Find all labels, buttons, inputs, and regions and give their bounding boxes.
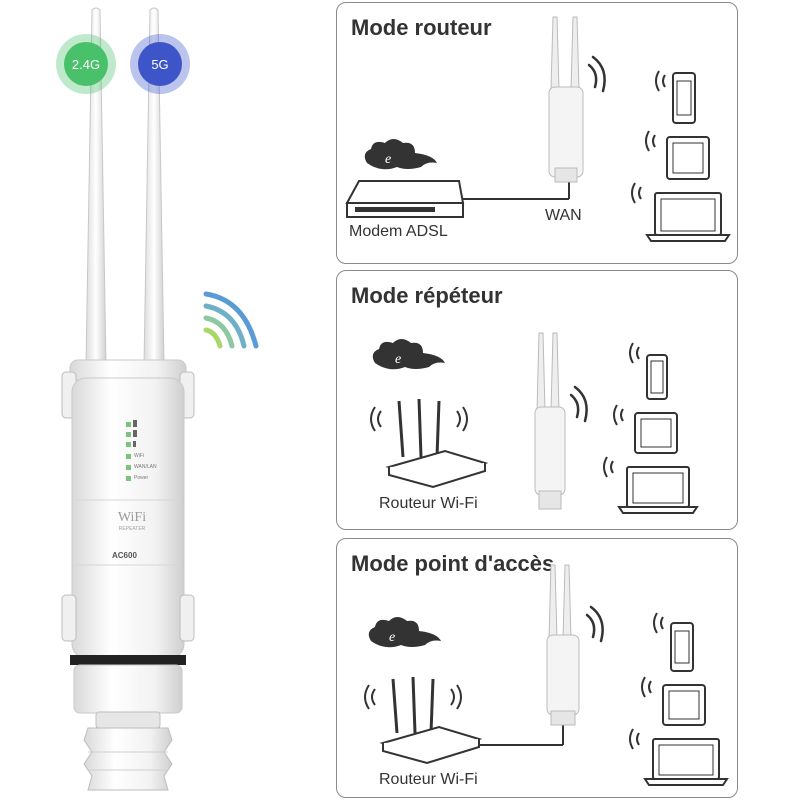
- wifi-logo: WiFi: [117, 510, 147, 525]
- laptop-icon: [617, 466, 699, 514]
- wan-label: WAN: [545, 207, 582, 224]
- tablet-icon: [662, 684, 706, 726]
- wifi-signal-icon: [364, 684, 462, 710]
- panel-title: Mode point d'accès: [351, 551, 555, 576]
- modem-icon: [345, 180, 465, 218]
- smartphone-icon: [646, 354, 668, 400]
- led-label-wan: WAN/LAN: [134, 464, 157, 470]
- svg-text:e: e: [395, 352, 401, 367]
- panel-router-mode: Mode routeur e: [336, 2, 738, 264]
- wifi-signal-icon: [203, 291, 259, 349]
- internet-cloud-icon: e: [368, 617, 441, 648]
- panel-title: Mode routeur: [351, 15, 492, 40]
- wifi-signal-icon: [653, 612, 664, 634]
- wifi-signal-icon: [631, 182, 642, 204]
- internet-cloud-icon: e: [364, 139, 437, 170]
- internet-cloud-icon: e: [372, 339, 445, 370]
- panel-access-point-mode: Mode point d'accès e: [336, 538, 738, 798]
- led-panel: [126, 420, 137, 481]
- tablet-icon: [666, 136, 710, 180]
- repeater-logo-subtitle: REPEATER: [118, 526, 146, 532]
- led-labels: WiFi WAN/LAN Power: [134, 451, 157, 484]
- band-24g-badge: 2.4G: [64, 42, 108, 86]
- router-icon: [385, 398, 489, 489]
- wifi-signal-icon: [641, 676, 652, 698]
- laptop-icon: [645, 192, 731, 242]
- wifi-signal-icon: [645, 130, 656, 152]
- wifi-signal-icon: [655, 70, 666, 92]
- repeater-mode-diagram: e: [370, 332, 699, 514]
- wifi-signal-icon: [585, 605, 604, 643]
- smartphone-icon: [670, 622, 694, 672]
- repeater-icon: [534, 332, 566, 510]
- svg-text:e: e: [385, 152, 391, 167]
- panel-repeater-mode: Mode répéteur e: [336, 270, 738, 530]
- svg-text:e: e: [389, 630, 395, 645]
- wifi-signal-icon: [569, 385, 588, 423]
- wifi-signal-icon: [587, 55, 606, 93]
- access-point-mode-diagram: e: [364, 564, 729, 786]
- router-label: Routeur Wi-Fi: [379, 495, 478, 512]
- tablet-icon: [634, 412, 678, 454]
- wifi-signal-icon: [629, 728, 640, 750]
- repeater-illustration: [61, 7, 195, 791]
- router-mode-diagram: e: [345, 16, 731, 242]
- model-badge: AC600: [112, 551, 137, 560]
- repeater-icon: [546, 564, 580, 726]
- led-label-wifi: WiFi: [134, 453, 144, 459]
- wifi-signal-icon: [613, 404, 624, 426]
- modem-label: Modem ADSL: [349, 223, 448, 240]
- band-5g-badge: 5G: [138, 42, 182, 86]
- wifi-signal-icon: [603, 456, 614, 478]
- laptop-icon: [643, 738, 729, 786]
- repeater-icon: [548, 16, 584, 183]
- router-label: Routeur Wi-Fi: [379, 771, 478, 788]
- led-label-power: Power: [134, 475, 149, 481]
- outdoor-repeater-device: 2.4G 5G WiFi WAN/LAN Power WiFi REPEATER…: [40, 0, 280, 800]
- wifi-signal-icon: [370, 406, 468, 432]
- wifi-signal-icon: [629, 342, 640, 364]
- router-icon: [379, 676, 483, 765]
- panel-title: Mode répéteur: [351, 283, 503, 308]
- smartphone-icon: [672, 72, 696, 124]
